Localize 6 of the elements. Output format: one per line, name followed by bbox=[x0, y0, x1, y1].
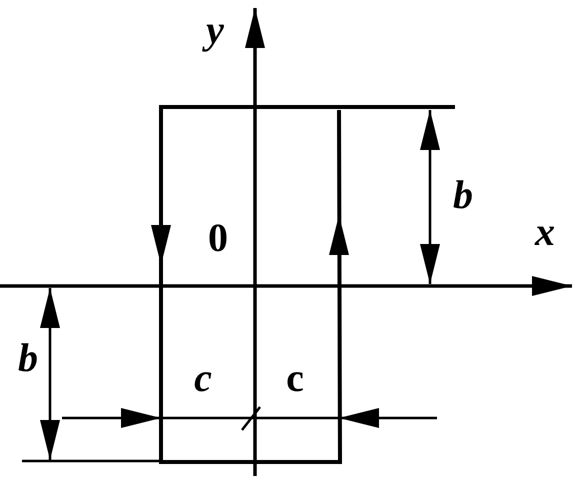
dimension-label: b bbox=[453, 175, 473, 215]
dimension-label: 0 bbox=[208, 218, 228, 258]
dimension-label: b bbox=[18, 338, 38, 378]
dimension-label: c bbox=[286, 358, 304, 398]
dimension-label: c bbox=[194, 358, 212, 398]
axis-label: x bbox=[535, 212, 555, 252]
